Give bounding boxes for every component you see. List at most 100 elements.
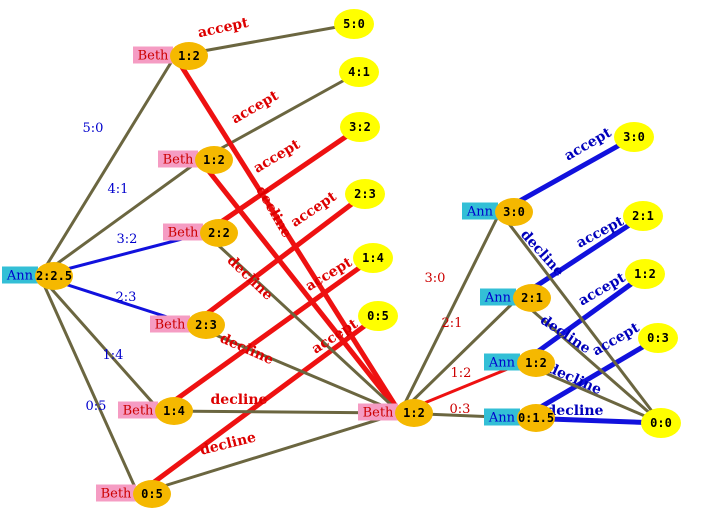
offer-edge-root-b05 [38, 275, 140, 495]
leaf-node-l23 [345, 179, 385, 209]
player-name-b23: Beth [155, 318, 186, 333]
offer-label-bmid-a12: 1:2 [451, 366, 472, 381]
leaf-payoff-l14: 1:4 [362, 251, 384, 265]
player-box-root [2, 266, 38, 284]
offer-label-bmid-a30: 3:0 [425, 271, 446, 286]
response-edge-b05-bmid [137, 411, 401, 496]
value-node-bmid [395, 399, 433, 427]
value-node-b05 [133, 480, 171, 508]
offer-label-root-b05: 0:5 [86, 399, 107, 414]
node-value-root: 2:2.5 [36, 269, 72, 283]
leaf-node-r12 [625, 259, 665, 289]
offer-edge-bmid-a30 [398, 211, 502, 414]
node-value-a21: 2:1 [521, 291, 543, 305]
edges-layer [38, 22, 663, 497]
value-node-a03 [517, 404, 555, 432]
node-value-b23: 2:3 [195, 318, 217, 332]
player-box-b50 [133, 46, 173, 64]
player-box-a03 [484, 408, 520, 426]
player-name-a12: Ann [488, 356, 516, 371]
player-name-b32: Beth [168, 226, 199, 241]
player-box-b41 [158, 150, 198, 168]
response-edge-a21-r21 [516, 213, 645, 301]
value-node-b14 [155, 397, 193, 425]
offer-edge-root-b50 [38, 55, 177, 277]
response-edge-a21-r00 [517, 296, 662, 425]
value-node-root [35, 262, 73, 290]
player-box-b05 [96, 484, 136, 502]
player-name-a03: Ann [488, 411, 516, 426]
leaf-payoff-l32: 3:2 [349, 120, 371, 134]
player-box-b32 [163, 223, 203, 241]
response-edge-a12-r12 [520, 271, 647, 366]
offer-label-root-b32: 3:2 [117, 232, 138, 247]
value-node-a21 [513, 284, 551, 312]
response-label-a03-r00: decline [547, 403, 604, 419]
player-box-bmid [358, 403, 398, 421]
response-edge-b41-l41 [199, 70, 360, 162]
leaf-payoff-r12: 1:2 [634, 267, 656, 281]
leaf-node-r30 [614, 122, 654, 152]
response-label-b41-l41: accept [229, 88, 282, 128]
offer-label-bmid-a03: 0:3 [450, 402, 471, 417]
response-edge-a03-r03 [520, 335, 660, 421]
value-node-b32 [200, 219, 238, 247]
value-node-b50 [170, 42, 208, 70]
leaf-payoff-l23: 2:3 [354, 187, 376, 201]
response-edge-b23-bmid [191, 323, 401, 415]
node-value-b50: 1:2 [178, 49, 200, 63]
player-name-root: Ann [6, 269, 34, 284]
offer-label-root-b50: 5:0 [83, 121, 104, 136]
leaf-node-l14 [353, 243, 393, 273]
value-node-a12 [517, 349, 555, 377]
offer-label-root-b14: 1:4 [103, 348, 124, 363]
leaves-layer: 5:0 4:1 3:2 2:3 1:4 0:5 3:0 2:1 1:2 0:3 0:0 [334, 9, 681, 438]
offer-label-bmid-a21: 2:1 [442, 316, 463, 331]
leaf-payoff-r00: 0:0 [650, 416, 672, 430]
leaf-payoff-l41: 4:1 [348, 65, 370, 79]
player-box-a21 [480, 288, 516, 306]
player-box-b23 [150, 315, 190, 333]
offer-edge-root-b41 [39, 158, 201, 278]
offer-label-root-b41: 4:1 [108, 182, 129, 197]
player-name-b14: Beth [123, 404, 154, 419]
leaf-payoff-l05: 0:5 [367, 309, 389, 323]
player-name-a30: Ann [466, 205, 494, 220]
player-name-b05: Beth [101, 487, 132, 502]
player-name-b50: Beth [138, 49, 169, 64]
leaf-node-r00 [641, 408, 681, 438]
response-edge-b32-bmid [203, 231, 402, 415]
leaf-payoff-r30: 3:0 [623, 130, 645, 144]
node-value-a03: 0:1.5 [518, 411, 554, 425]
response-edge-b05-l05 [136, 313, 380, 497]
response-label-b14-bmid: decline [211, 392, 268, 408]
leaf-payoff-l50: 5:0 [343, 17, 365, 31]
leaf-node-l50 [334, 9, 374, 39]
response-label-b23-l23: accept [288, 188, 340, 230]
leaf-payoff-r21: 2:1 [632, 209, 654, 223]
response-label-a30-r30: accept [562, 125, 615, 165]
player-box-b14 [118, 401, 158, 419]
response-label-b50-l50: accept [196, 15, 250, 41]
response-edge-b14-l14 [158, 255, 375, 414]
offer-edge-root-b14 [38, 275, 162, 412]
player-name-bmid: Beth [363, 406, 394, 421]
leaf-node-r21 [623, 201, 663, 231]
leaf-node-l32 [340, 112, 380, 142]
node-value-a30: 3:0 [503, 205, 525, 219]
node-value-b32: 2:2 [208, 226, 230, 240]
player-name-b41: Beth [163, 153, 194, 168]
node-value-b05: 0:5 [141, 487, 163, 501]
response-edge-a30-r00 [498, 211, 663, 424]
player-box-a12 [484, 353, 520, 371]
value-node-b23 [187, 311, 225, 339]
value-node-a30 [495, 198, 533, 226]
offer-edge-bmid-a21 [398, 296, 520, 415]
value-node-b41 [195, 146, 233, 174]
offer-label-root-b23: 2:3 [116, 290, 137, 305]
player-box-a30 [462, 202, 498, 220]
node-value-a12: 1:2 [525, 356, 547, 370]
response-label-b05-bmid: decline [198, 429, 257, 458]
node-value-bmid: 1:2 [403, 406, 425, 420]
